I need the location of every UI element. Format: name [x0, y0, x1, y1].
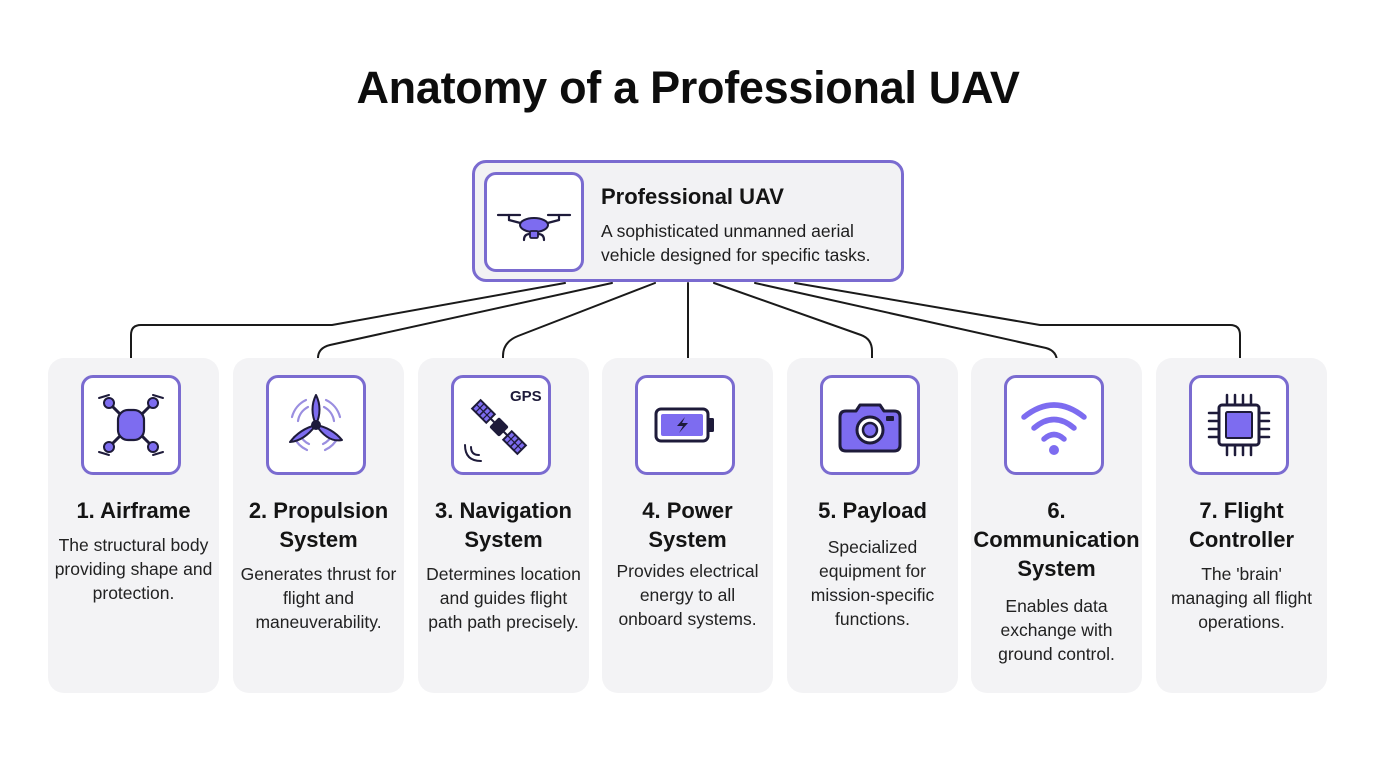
page-title: Anatomy of a Professional UAV	[356, 62, 1020, 113]
component-description: Specialized equipment for mission-specif…	[810, 537, 935, 629]
icon-box-propulsion	[266, 375, 366, 475]
component-title: 4. Power System	[642, 498, 733, 552]
propeller-icon	[289, 394, 343, 452]
component-title: 7. Flight Controller	[1188, 498, 1295, 552]
component-title: 6. Communication System	[973, 498, 1140, 581]
root-icon-box	[484, 172, 584, 272]
component-description: The 'brain' managing all flight operatio…	[1170, 564, 1313, 632]
icon-box-communication	[1004, 375, 1104, 475]
component-card-payload: 5. Payload Specialized equipment for mis…	[787, 358, 958, 693]
component-title: 1. Airframe	[76, 498, 191, 523]
component-title: 5. Payload	[818, 498, 927, 523]
airframe-drone-icon	[98, 394, 164, 456]
component-title: 3. Navigation System	[435, 498, 572, 552]
root-title: Professional UAV	[601, 184, 784, 209]
battery-icon	[654, 407, 714, 443]
component-description: Determines location and guides flight pa…	[426, 564, 581, 632]
component-card-flight-controller: 7. Flight Controller The 'brain' managin…	[1156, 358, 1327, 693]
wifi-icon	[1021, 402, 1087, 455]
icon-box-airframe	[81, 375, 181, 475]
drone-icon	[496, 213, 572, 242]
icon-box-power	[635, 375, 735, 475]
component-card-communication: 6. Communication System Enables data exc…	[971, 358, 1142, 693]
connector-flight-controller	[794, 282, 1241, 377]
component-card-navigation: GPS 3. Navigation System Determine	[418, 358, 589, 693]
component-description: Generates thrust for flight and maneuver…	[240, 564, 397, 632]
component-card-airframe: 1. Airframe The structural body providin…	[48, 358, 219, 693]
connector-propulsion	[317, 282, 613, 377]
component-description: Provides electrical energy to all onboar…	[616, 561, 759, 629]
icon-box-flight-controller	[1189, 375, 1289, 475]
icon-box-navigation: GPS	[451, 375, 551, 475]
root-description: A sophisticated unmanned aerial vehicle …	[601, 221, 871, 265]
connector-payload	[713, 282, 873, 377]
connector-navigation	[502, 282, 656, 377]
component-description: The structural body providing shape and …	[54, 535, 213, 603]
gps-label: GPS	[510, 388, 542, 405]
icon-box-payload	[820, 375, 920, 475]
component-description: Enables data exchange with ground contro…	[998, 596, 1115, 664]
gps-satellite-icon: GPS	[464, 388, 542, 462]
component-card-power: 4. Power System Provides electrical ener…	[602, 358, 773, 693]
root-node-card: Professional UAV A sophisticated unmanne…	[472, 160, 904, 282]
component-title: 2. Propulsion System	[248, 498, 389, 552]
component-card-propulsion: 2. Propulsion System Generates thrust fo…	[233, 358, 404, 693]
camera-icon	[838, 403, 902, 453]
connector-airframe	[130, 282, 566, 377]
microchip-icon	[1207, 393, 1271, 457]
